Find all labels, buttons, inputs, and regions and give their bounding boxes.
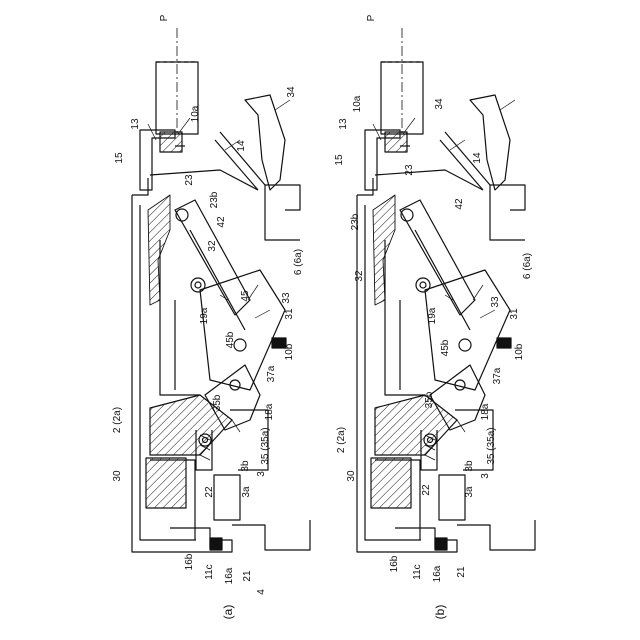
label-18a: 18a [265, 404, 275, 421]
label-34: 34 [435, 98, 445, 109]
label-22: 22 [422, 484, 432, 495]
label-32: 32 [208, 240, 218, 251]
label-23b: 23b [351, 214, 361, 231]
label-3: 3 [481, 473, 491, 479]
label-19a: 19a [428, 308, 438, 325]
label-33: 33 [282, 292, 292, 303]
label-4: 4 [257, 589, 267, 595]
label-37a: 37a [267, 366, 277, 383]
label-10b: 10b [515, 344, 525, 361]
label-10a: 10a [191, 106, 201, 123]
label-42: 42 [455, 198, 465, 209]
label-31: 31 [510, 308, 520, 319]
label-31: 31 [285, 308, 295, 319]
label-23: 23 [185, 174, 195, 185]
label-p: P [367, 15, 377, 22]
label-33: 33 [491, 296, 501, 307]
label-34: 34 [287, 86, 297, 97]
label-35b: 35b [425, 392, 435, 409]
label-45b: 45b [226, 332, 236, 349]
label-3a: 3a [465, 486, 475, 497]
label-37a: 37a [493, 368, 503, 385]
label-15: 15 [335, 154, 345, 165]
label-10a: 10a [353, 96, 363, 113]
label-11c: 11c [413, 564, 423, 579]
label-23: 23 [405, 164, 415, 175]
label-13: 13 [339, 118, 349, 129]
label-45b: 45b [441, 340, 451, 357]
label-3: 3 [257, 471, 267, 477]
label-6: 6 (6a) [294, 249, 304, 275]
label-p: P [160, 15, 170, 22]
panel-a-mechanism [132, 28, 310, 552]
label-21: 21 [243, 570, 253, 581]
caption-b: (b) [433, 605, 447, 620]
caption-a: (a) [221, 605, 235, 620]
label-32: 32 [355, 270, 365, 281]
label-35b: 35b [213, 395, 223, 412]
label-15: 15 [115, 152, 125, 163]
label-2: 2 (2a) [337, 427, 347, 453]
label-14: 14 [237, 140, 247, 151]
label-3b: 3b [465, 460, 475, 471]
label-35: 35 (35a) [487, 427, 497, 464]
label-2: 2 (2a) [113, 407, 123, 433]
label-16b: 16b [185, 554, 195, 571]
label-11c: 11c [205, 564, 215, 579]
label-35: 35 (35a) [261, 427, 271, 464]
label-3a: 3a [242, 486, 252, 497]
label-23b: 23b [210, 192, 220, 209]
label-21: 21 [457, 566, 467, 577]
label-16a: 16a [433, 566, 443, 583]
panel-b-mechanism [357, 28, 535, 552]
label-30: 30 [347, 470, 357, 481]
label-22: 22 [205, 486, 215, 497]
label-16a: 16a [225, 568, 235, 585]
label-3b: 3b [241, 460, 251, 471]
label-18a: 18a [481, 404, 491, 421]
label-13: 13 [131, 118, 141, 129]
label-45: 45 [241, 290, 251, 301]
label-16b: 16b [390, 556, 400, 573]
label-6: 6 (6a) [523, 253, 533, 279]
label-42: 42 [217, 216, 227, 227]
label-19a: 19a [200, 308, 210, 325]
label-10b: 10b [285, 344, 295, 361]
label-30: 30 [113, 470, 123, 481]
label-14: 14 [473, 152, 483, 163]
